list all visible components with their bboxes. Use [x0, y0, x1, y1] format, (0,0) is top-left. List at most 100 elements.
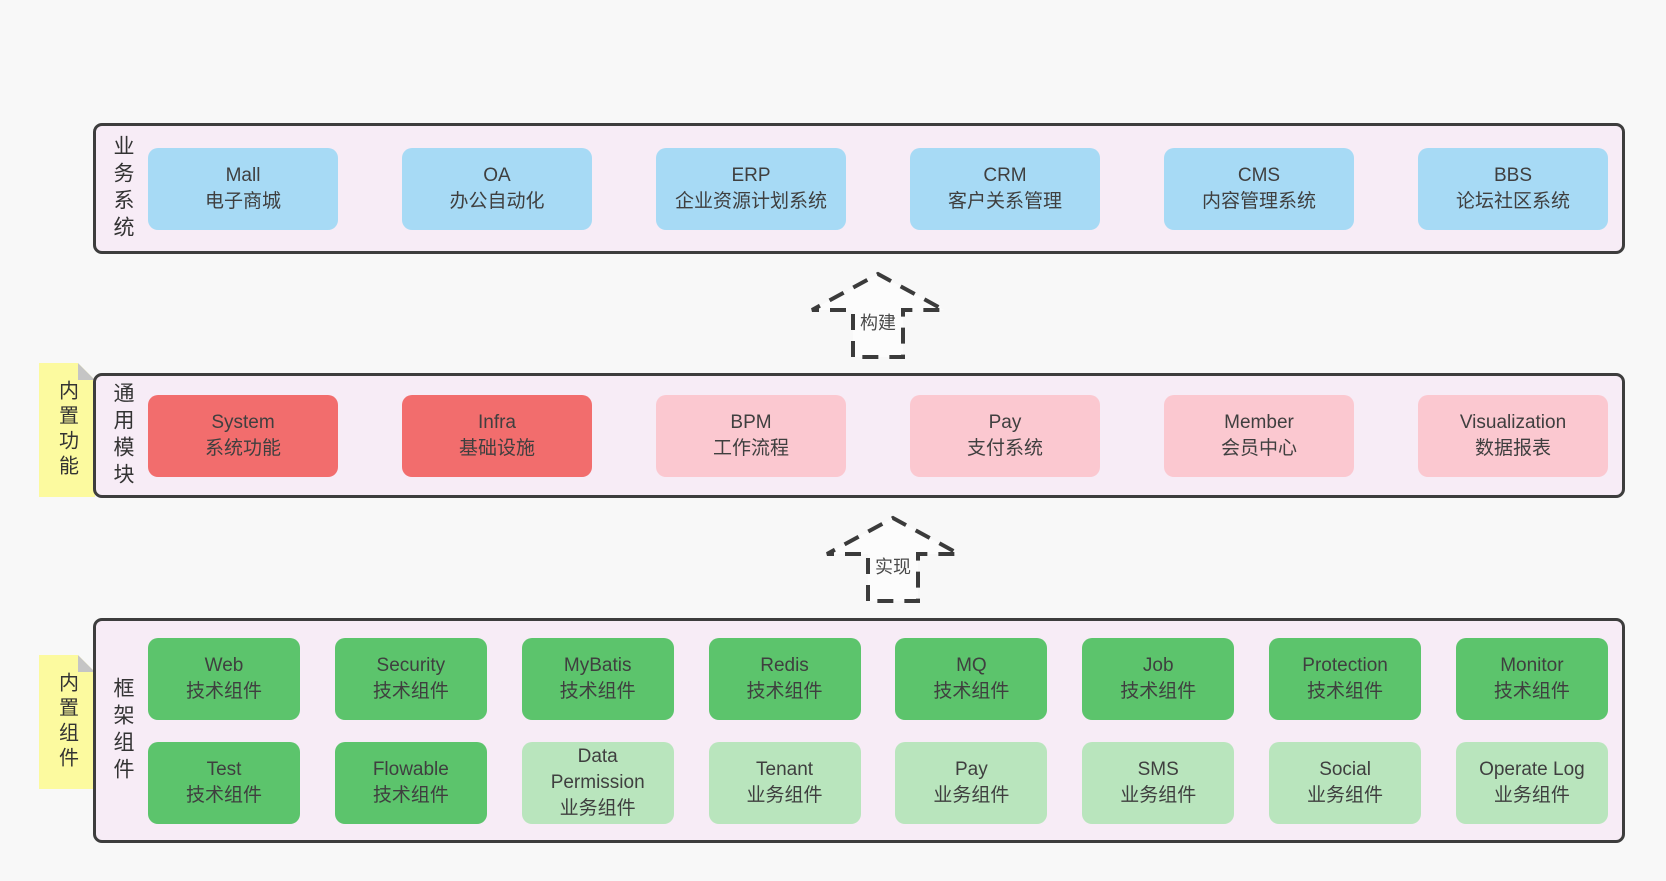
box-visualization: Visualization 数据报表 — [1418, 394, 1608, 477]
box-social: Social 业务组件 — [1269, 741, 1422, 824]
box-system: System 系统功能 — [148, 394, 338, 477]
box-title: MQ — [956, 654, 987, 676]
box-title: Flowable — [372, 758, 449, 780]
box-test: Test 技术组件 — [148, 741, 300, 824]
implement-arrow-label: 实现 — [871, 552, 915, 580]
box-subtitle: 技术组件 — [1120, 680, 1197, 702]
build-arrow: 构建 — [806, 270, 950, 360]
box-member: Member 会员中心 — [1164, 394, 1354, 477]
components-row-2: Test 技术组件 Flowable 技术组件 Data Permission … — [148, 741, 1608, 824]
box-subtitle: 会员中心 — [1220, 437, 1297, 459]
box-title: Data Permission — [550, 745, 645, 793]
implement-arrow: 实现 — [821, 514, 965, 604]
box-bbs: BBS 论坛社区系统 — [1418, 147, 1608, 230]
box-mybatis: MyBatis 技术组件 — [521, 637, 674, 720]
box-title: Social — [1319, 758, 1371, 780]
box-title: Test — [206, 758, 242, 780]
layer-business-systems: 业务系统 Mall 电子商城 OA 办公自动化 ERP 企业资源计划系统 CRM… — [93, 123, 1625, 254]
box-title: OA — [483, 164, 511, 186]
layer-label-framework-components: 框架组件 — [111, 676, 134, 785]
box-infra: Infra 基础设施 — [402, 394, 592, 477]
box-security: Security 技术组件 — [334, 637, 487, 720]
box-title: BPM — [730, 411, 772, 433]
box-subtitle: 业务组件 — [1120, 784, 1197, 806]
box-subtitle: 工作流程 — [712, 437, 789, 459]
box-subtitle: 技术组件 — [1307, 680, 1384, 702]
layer-common-modules: 通用模块 System 系统功能 Infra 基础设施 BPM 工作流程 Pay… — [93, 373, 1625, 498]
box-erp: ERP 企业资源计划系统 — [656, 147, 846, 230]
box-subtitle: 技术组件 — [372, 680, 449, 702]
components-row-1: Web 技术组件 Security 技术组件 MyBatis 技术组件 Redi… — [148, 637, 1608, 720]
box-subtitle: 业务组件 — [1493, 784, 1570, 806]
box-mall: Mall 电子商城 — [148, 147, 338, 230]
box-subtitle: 技术组件 — [185, 680, 262, 702]
box-subtitle: 技术组件 — [746, 680, 823, 702]
box-subtitle: 数据报表 — [1474, 437, 1551, 459]
box-subtitle: 业务组件 — [746, 784, 823, 806]
box-bpm: BPM 工作流程 — [656, 394, 846, 477]
box-subtitle: 技术组件 — [185, 784, 262, 806]
box-subtitle: 技术组件 — [559, 680, 636, 702]
modules-boxes-area: System 系统功能 Infra 基础设施 BPM 工作流程 Pay 支付系统… — [142, 394, 1622, 477]
box-title: Infra — [477, 411, 517, 433]
box-title: Mall — [225, 164, 261, 186]
box-flowable: Flowable 技术组件 — [334, 741, 487, 824]
box-job: Job 技术组件 — [1082, 637, 1235, 720]
box-title: Tenant — [756, 758, 814, 780]
layer-label-business-systems: 业务系统 — [111, 134, 134, 243]
box-pay-module: Pay 支付系统 — [910, 394, 1100, 477]
box-subtitle: 办公自动化 — [449, 190, 545, 212]
box-title: Protection — [1302, 654, 1388, 676]
note-fold-corner — [78, 363, 95, 380]
box-tenant: Tenant 业务组件 — [708, 741, 861, 824]
box-title: Redis — [760, 654, 809, 676]
box-subtitle: 内容管理系统 — [1201, 190, 1316, 212]
box-subtitle: 业务组件 — [559, 797, 636, 819]
box-subtitle: 支付系统 — [966, 437, 1043, 459]
box-subtitle: 技术组件 — [372, 784, 449, 806]
box-data-permission: Data Permission 业务组件 — [521, 741, 674, 824]
box-subtitle: 系统功能 — [204, 437, 281, 459]
box-title: ERP — [731, 164, 771, 186]
box-subtitle: 基础设施 — [458, 437, 535, 459]
sticky-note-built-in-features: 内置功能 — [39, 363, 95, 497]
sticky-note-label: 内置组件 — [55, 672, 78, 772]
box-title: BBS — [1493, 164, 1533, 186]
box-crm: CRM 客户关系管理 — [910, 147, 1100, 230]
box-mq: MQ 技术组件 — [895, 637, 1048, 720]
box-operate-log: Operate Log 业务组件 — [1455, 741, 1608, 824]
sticky-note-built-in-components: 内置组件 — [39, 655, 95, 789]
box-subtitle: 业务组件 — [1307, 784, 1384, 806]
business-boxes-area: Mall 电子商城 OA 办公自动化 ERP 企业资源计划系统 CRM 客户关系… — [142, 147, 1622, 230]
box-title: CMS — [1237, 164, 1281, 186]
box-title: System — [211, 411, 275, 433]
box-protection: Protection 技术组件 — [1269, 637, 1422, 720]
box-title: MyBatis — [563, 654, 632, 676]
box-subtitle: 技术组件 — [1493, 680, 1570, 702]
box-subtitle: 企业资源计划系统 — [674, 190, 827, 212]
box-title: Member — [1224, 411, 1294, 433]
box-title: SMS — [1137, 758, 1179, 780]
box-title: Operate Log — [1479, 758, 1585, 780]
box-title: Job — [1142, 654, 1174, 676]
box-cms: CMS 内容管理系统 — [1164, 147, 1354, 230]
box-redis: Redis 技术组件 — [708, 637, 861, 720]
box-subtitle: 业务组件 — [933, 784, 1010, 806]
layer-label-common-modules: 通用模块 — [111, 381, 134, 490]
box-oa: OA 办公自动化 — [402, 147, 592, 230]
layer-framework-components: 框架组件 Web 技术组件 Security 技术组件 MyBatis 技术组件… — [93, 618, 1625, 843]
box-subtitle: 技术组件 — [933, 680, 1010, 702]
box-title: CRM — [983, 164, 1027, 186]
box-title: Web — [204, 654, 244, 676]
box-title: Monitor — [1500, 654, 1564, 676]
box-subtitle: 客户关系管理 — [947, 190, 1062, 212]
box-title: Pay — [955, 758, 988, 780]
box-pay-component: Pay 业务组件 — [895, 741, 1048, 824]
box-subtitle: 论坛社区系统 — [1455, 190, 1570, 212]
box-web: Web 技术组件 — [148, 637, 300, 720]
box-title: Visualization — [1459, 411, 1567, 433]
box-title: Pay — [988, 411, 1022, 433]
box-sms: SMS 业务组件 — [1082, 741, 1235, 824]
box-subtitle: 电子商城 — [204, 190, 281, 212]
